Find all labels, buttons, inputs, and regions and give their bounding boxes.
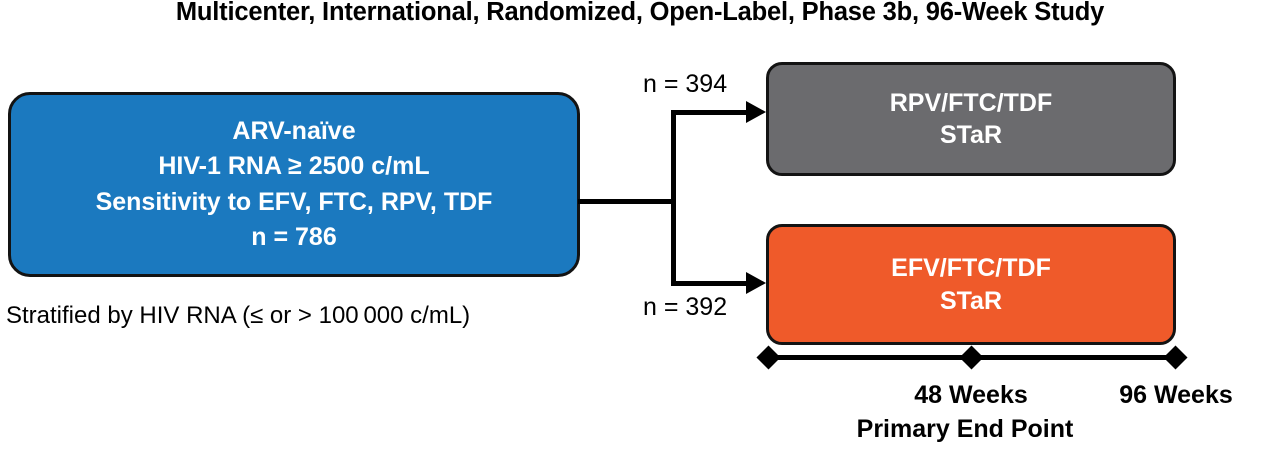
allocation-label-rpv: n = 394 [643, 70, 728, 98]
arrow-head-lower-icon [746, 272, 766, 294]
timeline-label-week96: 96 Weeks [1119, 381, 1233, 409]
timeline-marker-week48-icon [959, 345, 984, 370]
enrollment-line-sensitivity: Sensitivity to EFV, FTC, RPV, TDF [95, 187, 493, 216]
connector-stem-horizontal [578, 199, 676, 204]
arm-study-rpv: STaR [939, 121, 1003, 149]
timeline-marker-baseline-icon [756, 345, 781, 370]
treatment-arm-box-efv: EFV/FTC/TDF STaR [766, 224, 1176, 345]
connector-stem-vertical [671, 110, 676, 286]
enrollment-line-hiv-rna: HIV-1 RNA ≥ 2500 c/mL [158, 152, 430, 181]
timeline-marker-week96-icon [1163, 345, 1188, 370]
enrollment-line-n: n = 786 [251, 222, 337, 251]
arm-regimen-rpv: RPV/FTC/TDF [889, 88, 1053, 117]
connector-branch-lower [671, 281, 749, 286]
page-title: Multicenter, International, Randomized, … [175, 0, 1105, 26]
enrollment-box: ARV-naïve HIV-1 RNA ≥ 2500 c/mL Sensitiv… [8, 92, 580, 277]
arm-regimen-efv: EFV/FTC/TDF [891, 254, 1051, 282]
stratification-note: Stratified by HIV RNA (≤ or > 100 000 c/… [6, 302, 471, 329]
arrow-head-upper-icon [746, 101, 766, 123]
arm-study-efv: STaR [939, 286, 1003, 315]
treatment-arm-box-rpv: RPV/FTC/TDF STaR [766, 62, 1176, 176]
timeline-label-week48: 48 Weeks [914, 381, 1028, 409]
enrollment-line-arv-naive: ARV-naïve [232, 117, 356, 145]
primary-endpoint-label: Primary End Point [856, 415, 1074, 443]
connector-branch-upper [671, 110, 749, 115]
allocation-label-efv: n = 392 [643, 293, 728, 321]
